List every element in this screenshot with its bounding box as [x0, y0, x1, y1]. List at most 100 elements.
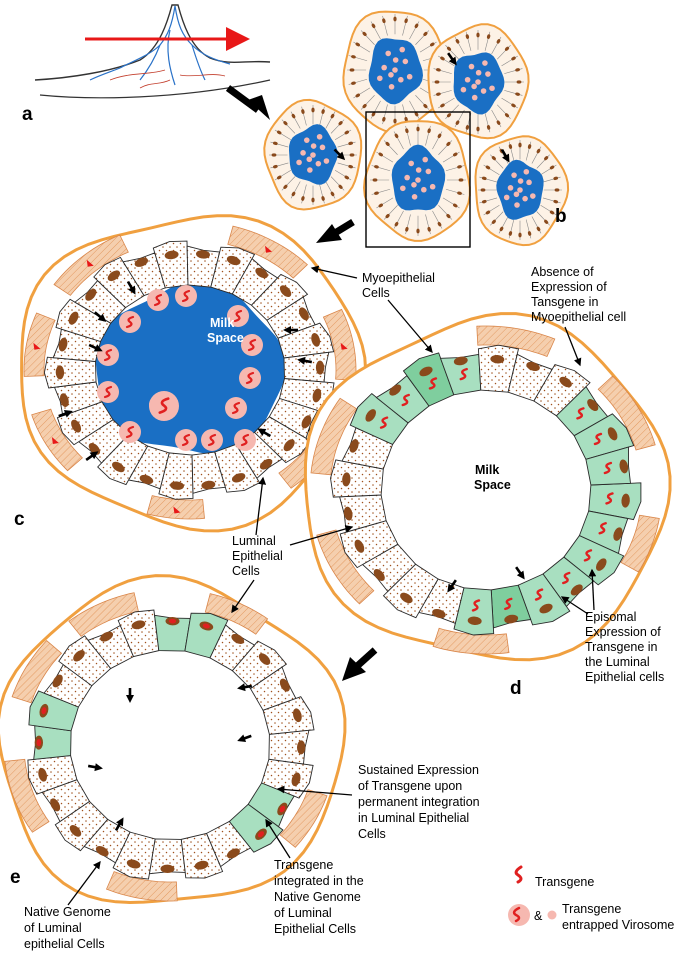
panel-e-alveolus	[0, 574, 347, 905]
nucleus	[71, 419, 82, 433]
pointer-native	[67, 860, 101, 906]
virosome	[422, 156, 429, 163]
transgene	[231, 401, 241, 415]
transgene	[240, 433, 250, 447]
transgene	[158, 397, 170, 414]
svg-text:Native Genome: Native Genome	[274, 890, 361, 904]
svg-text:Episomal: Episomal	[585, 610, 636, 624]
svg-text:Tansgene in: Tansgene in	[531, 295, 598, 309]
nucleus	[226, 848, 240, 859]
transgene	[459, 367, 468, 381]
virosome	[415, 167, 422, 173]
virosome	[489, 85, 495, 92]
transgene	[428, 377, 438, 390]
panel-label-a: a	[22, 104, 33, 125]
svg-text:integrated in the: integrated in the	[274, 874, 364, 888]
virosome	[392, 57, 399, 63]
nucleus	[131, 620, 146, 630]
nucleus	[100, 631, 114, 642]
virosome	[319, 144, 326, 151]
milk-space-c-2: Space	[207, 331, 244, 345]
virosome	[475, 79, 481, 85]
nucleus	[343, 506, 353, 521]
virosome	[300, 150, 306, 156]
virosome	[523, 168, 530, 175]
virosome	[306, 156, 313, 163]
alveolus-b	[342, 10, 450, 134]
arrow-a-to-b	[225, 85, 270, 120]
myoepithelial-cell	[204, 593, 269, 635]
virosome	[400, 185, 406, 192]
nucleus	[126, 859, 141, 869]
panel-b-alveoli	[263, 10, 570, 247]
transgene	[233, 309, 243, 323]
legend-transgene-label: Transgene	[535, 875, 594, 889]
virosome	[303, 137, 310, 143]
transgene	[207, 433, 217, 447]
transgene	[245, 371, 255, 385]
virosome	[471, 83, 477, 90]
transgene	[605, 492, 614, 505]
nucleus	[55, 365, 65, 380]
myoepithelial-cell	[279, 789, 328, 848]
nucleus	[292, 708, 302, 723]
nucleus	[613, 527, 623, 541]
milk-space-d-2: Space	[474, 478, 511, 492]
nucleus	[95, 845, 109, 857]
svg-text:Myoepithelial: Myoepithelial	[362, 271, 435, 285]
myoepithelial-cell	[432, 627, 510, 655]
arrow-d-to-e	[342, 647, 378, 681]
myoepithelial-cell	[620, 514, 660, 573]
svg-text:Native Genome: Native Genome	[24, 905, 111, 919]
luminal-epithelial-cell	[268, 729, 310, 765]
luminal-epithelial-cell	[283, 351, 330, 383]
virosome	[398, 76, 404, 83]
transgene	[181, 289, 191, 303]
virosome	[507, 185, 514, 191]
nucleus	[226, 255, 241, 266]
nucleus	[504, 614, 519, 624]
svg-text:epithelial Cells: epithelial Cells	[24, 937, 105, 951]
nucleus	[619, 459, 629, 474]
nucleus	[596, 558, 607, 571]
nucleus	[296, 740, 306, 755]
panel-d-alveolus	[303, 312, 672, 662]
virosome	[381, 64, 387, 71]
panel-label-e: e	[10, 867, 21, 888]
transgene	[593, 432, 603, 446]
virosome	[471, 94, 478, 101]
panel-c-alveolus	[20, 214, 368, 533]
myoepithelial-cell	[322, 308, 357, 381]
nucleus	[354, 539, 365, 553]
virosome	[404, 174, 410, 181]
myoepithelial-cell	[146, 495, 205, 520]
nucleus	[467, 616, 482, 625]
nucleus	[58, 337, 68, 352]
virosome	[480, 88, 487, 94]
nucleus	[73, 650, 85, 662]
legend-virosome-large-icon	[508, 904, 530, 926]
myoepithelial-cell	[11, 640, 63, 704]
virosome	[482, 60, 488, 66]
label-sustained: Sustained Expression of Transgene upon p…	[358, 763, 480, 841]
pointer-integrated	[265, 818, 291, 859]
nucleus	[279, 678, 290, 692]
alveolus-b	[474, 135, 570, 247]
nucleus	[490, 355, 505, 364]
label-luminal: Luminal Epithelial Cells	[232, 534, 283, 578]
nucleus	[373, 568, 385, 581]
nucleus	[279, 285, 292, 298]
transgene	[534, 588, 544, 601]
myoepithelial-cell	[105, 871, 178, 902]
virosome	[323, 158, 330, 164]
legend-virosome-label-2: entrapped Virosome	[562, 918, 674, 932]
nucleus	[298, 307, 309, 321]
label-native: Native Genome of Luminal epithelial Cell…	[24, 905, 111, 951]
virosome	[522, 195, 528, 202]
nucleus	[258, 653, 271, 665]
transgene	[583, 549, 593, 562]
svg-text:Cells: Cells	[358, 827, 386, 841]
transgene	[576, 407, 585, 420]
virosome	[511, 172, 517, 178]
pointer-luminal-c	[255, 476, 267, 536]
